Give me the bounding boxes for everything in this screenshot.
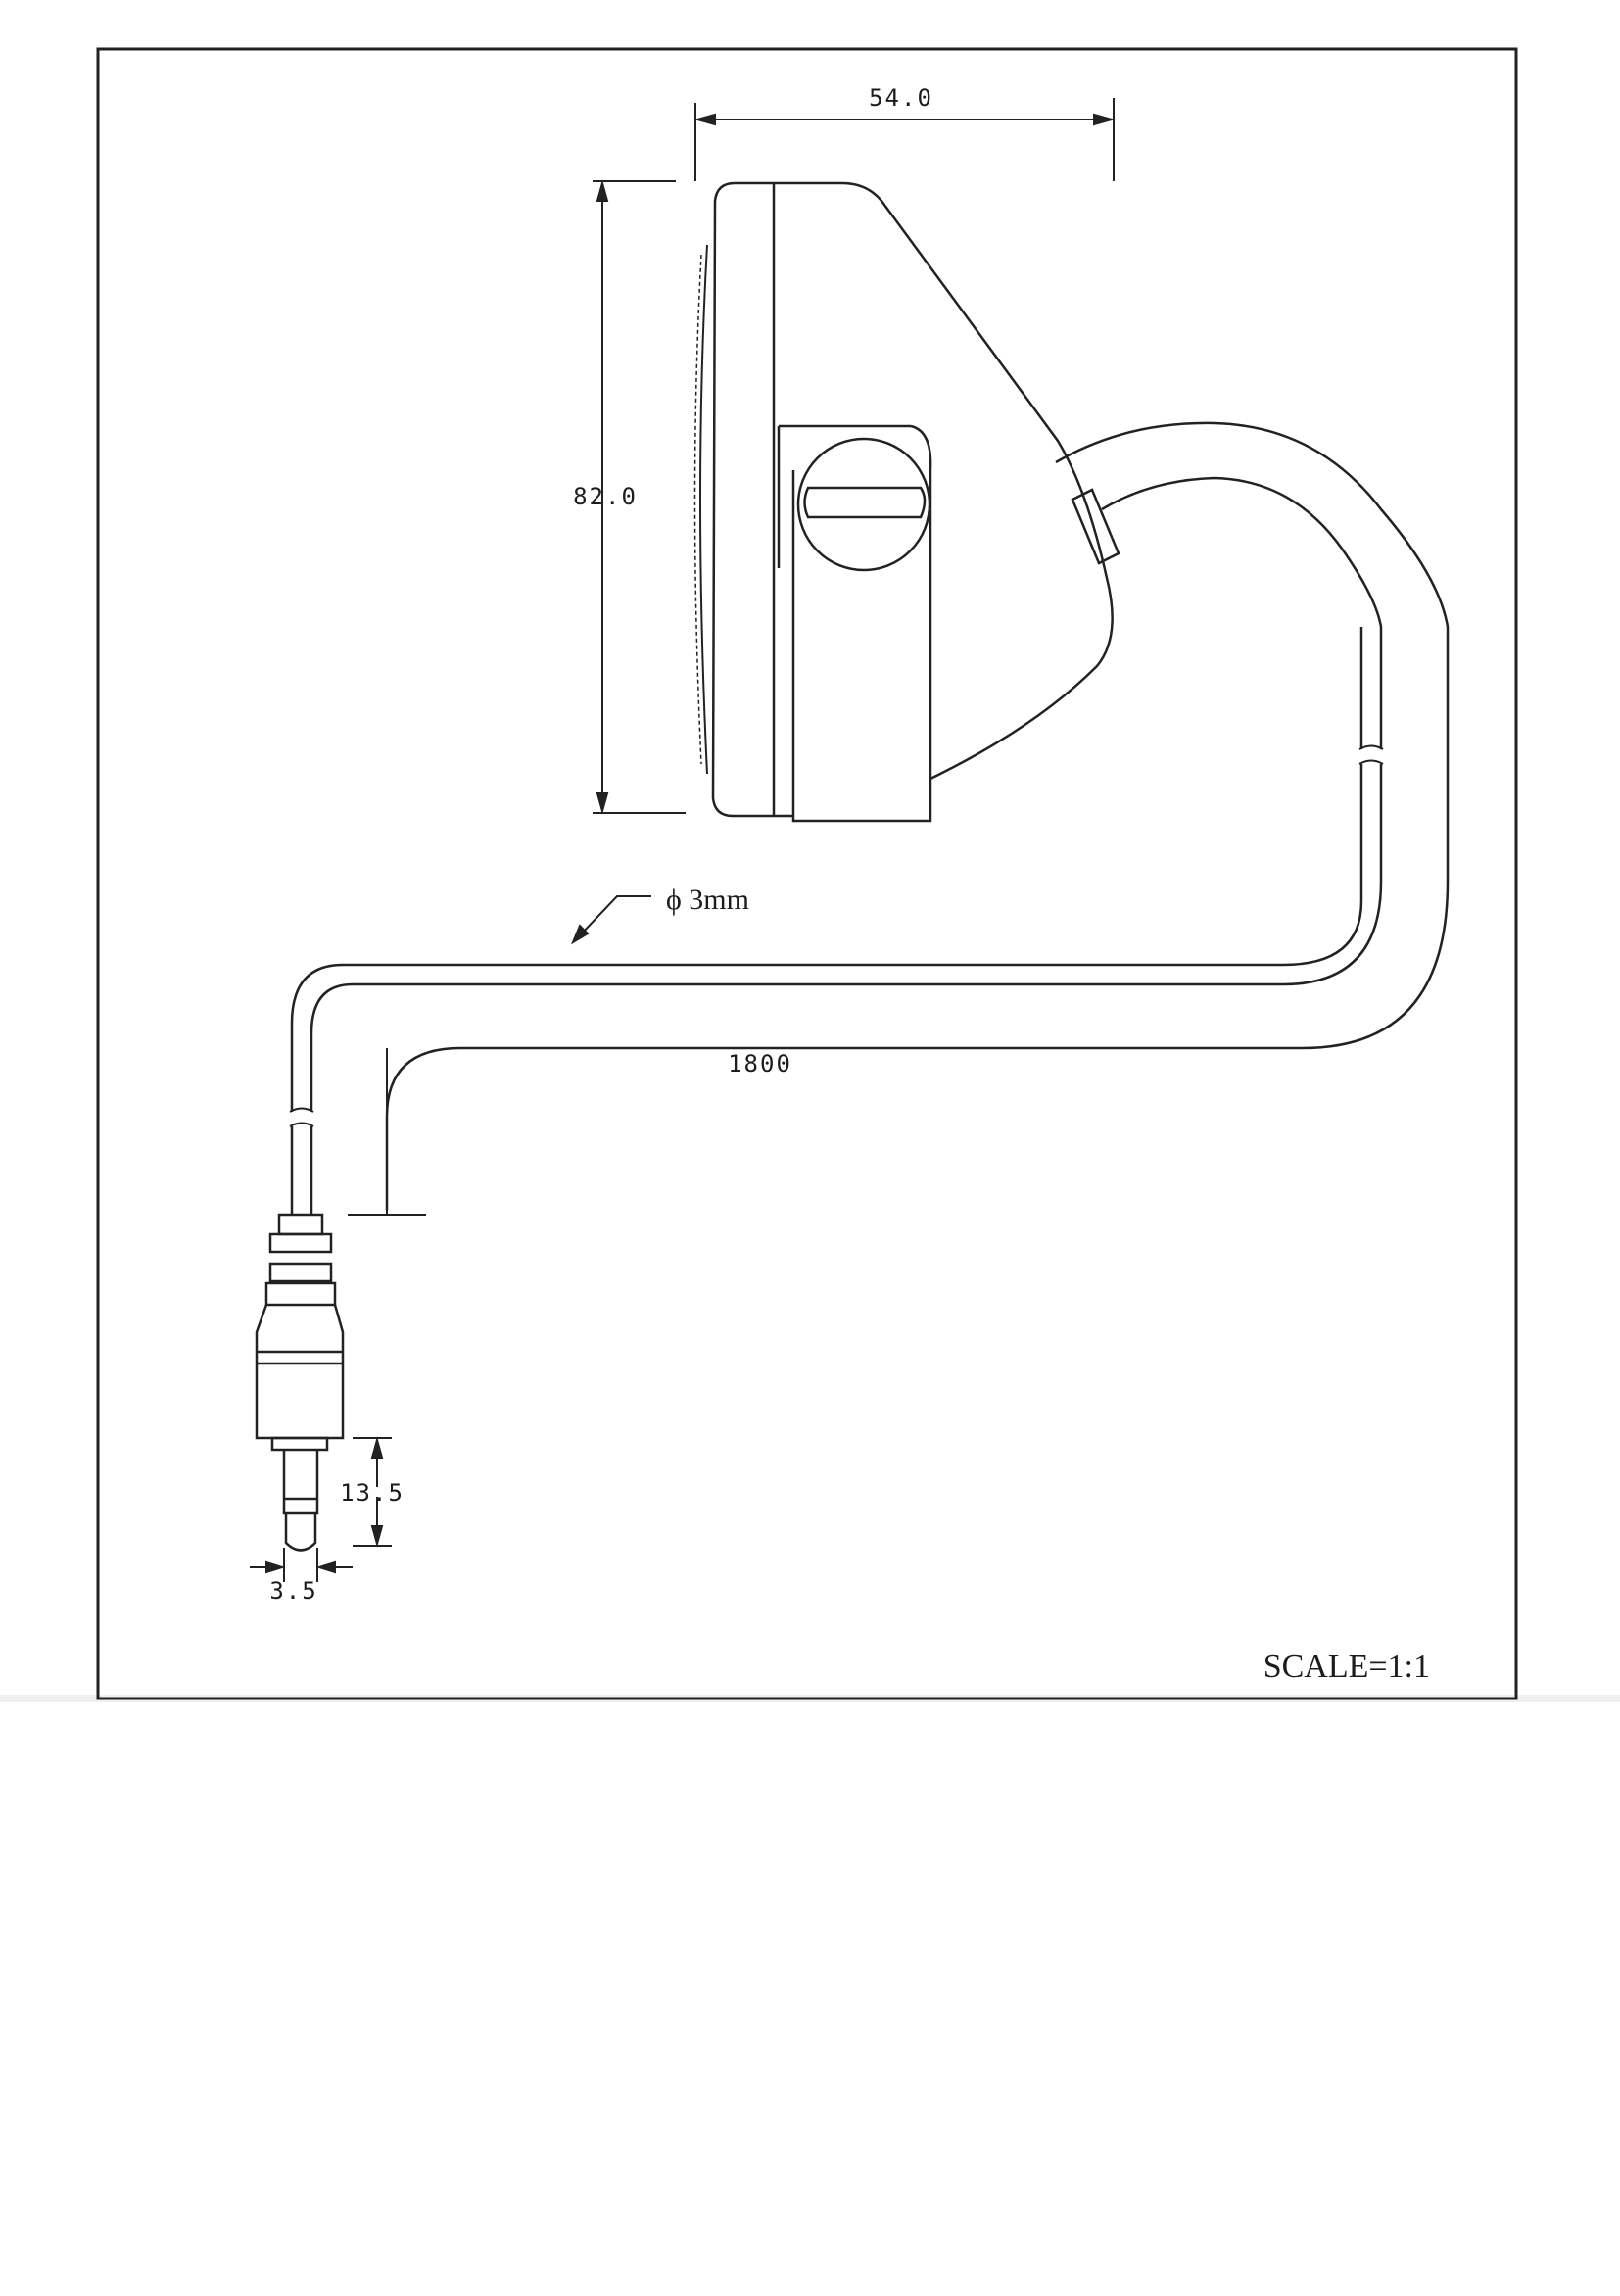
dimension-lines [250,98,1116,1582]
plug-diameter-label: 3.5 [269,1577,317,1604]
cable-length-label: 1800 [728,1050,792,1077]
height-dimension-label: 82.0 [573,483,638,510]
scale-label: SCALE=1:1 [1263,1649,1430,1685]
cable-diameter-label: ϕ 3mm [666,884,749,916]
plug-length-label: 13.5 [340,1479,405,1507]
jack-plug [255,1126,345,1552]
ear-hook [289,421,1450,1210]
earpiece-body [693,181,1120,823]
drawing-frame [96,47,1518,1700]
width-dimension-label: 54.0 [869,84,933,112]
